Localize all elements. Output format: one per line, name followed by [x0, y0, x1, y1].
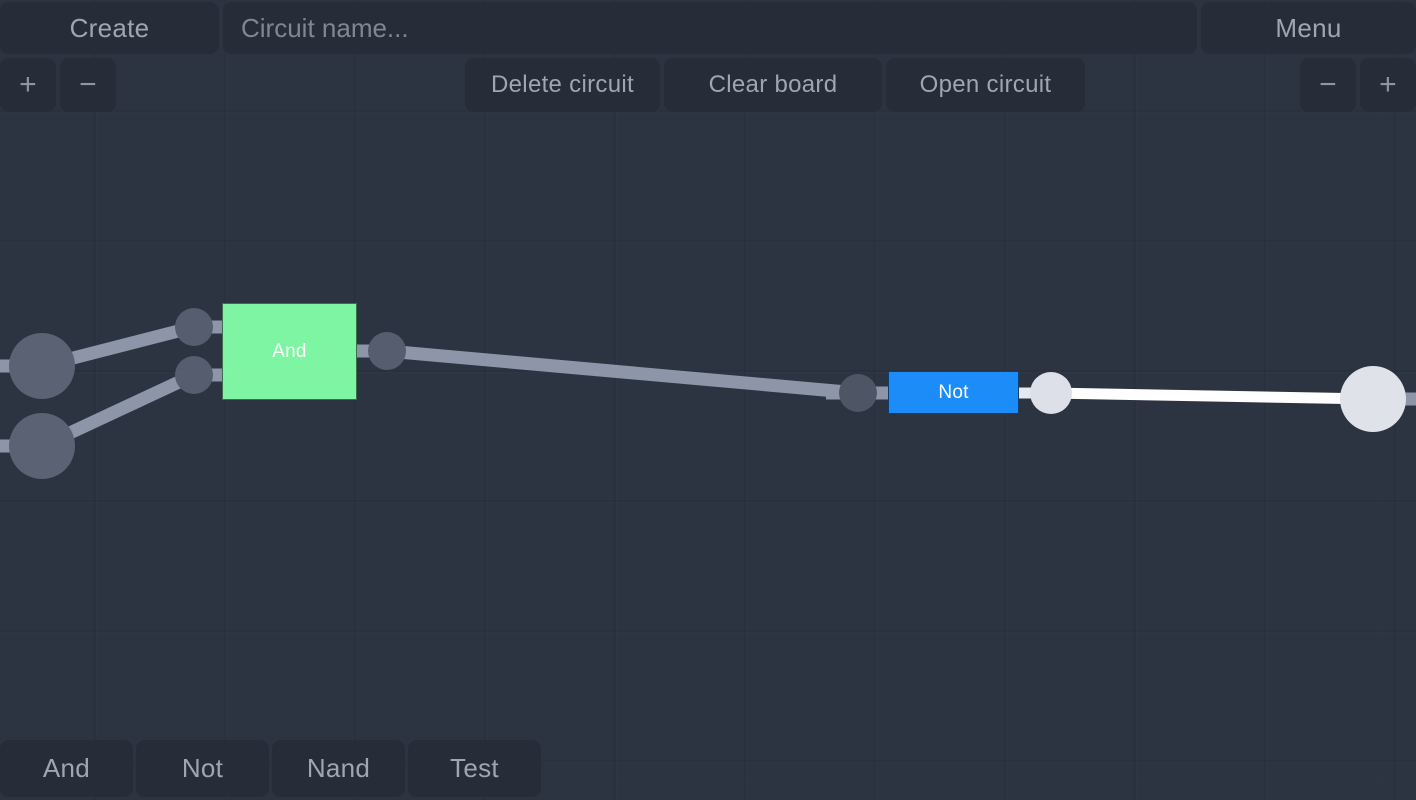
clear-board-button[interactable]: Clear board — [664, 58, 882, 112]
toolbar-gap-right — [1089, 58, 1296, 112]
node-source-b[interactable] — [9, 413, 75, 479]
wire[interactable] — [386, 344, 859, 400]
wire[interactable] — [1050, 387, 1374, 405]
gate-not[interactable]: Not — [888, 371, 1019, 414]
toolbar-top-row-2: + − Delete circuit Clear board Open circ… — [0, 58, 1416, 112]
node-not-in[interactable] — [839, 374, 877, 412]
zoom-out-button[interactable]: − — [60, 58, 116, 112]
gate-palette-nand-button[interactable]: Nand — [272, 740, 405, 797]
node-and-out[interactable] — [368, 332, 406, 370]
bottom-toolbar-spacer — [544, 740, 1416, 797]
toolbar-gap-left — [120, 58, 461, 112]
gate-palette-and-button[interactable]: And — [0, 740, 133, 797]
toolbar-top-row-1: Create Menu — [0, 2, 1416, 54]
node-sink[interactable] — [1340, 366, 1406, 432]
gate-and[interactable]: And — [222, 303, 357, 400]
create-button[interactable]: Create — [0, 2, 219, 54]
open-circuit-button[interactable]: Open circuit — [886, 58, 1085, 112]
node-and-in-1[interactable] — [175, 308, 213, 346]
zoom-in-button-right[interactable]: + — [1360, 58, 1416, 112]
node-source-a[interactable] — [9, 333, 75, 399]
zoom-in-button[interactable]: + — [0, 58, 56, 112]
circuit-name-input[interactable] — [223, 2, 1197, 54]
delete-circuit-button[interactable]: Delete circuit — [465, 58, 660, 112]
gate-palette-not-button[interactable]: Not — [136, 740, 269, 797]
node-and-in-2[interactable] — [175, 356, 213, 394]
gate-palette-test-button[interactable]: Test — [408, 740, 541, 797]
zoom-out-button-right[interactable]: − — [1300, 58, 1356, 112]
node-not-out[interactable] — [1030, 372, 1072, 414]
menu-button[interactable]: Menu — [1201, 2, 1416, 54]
